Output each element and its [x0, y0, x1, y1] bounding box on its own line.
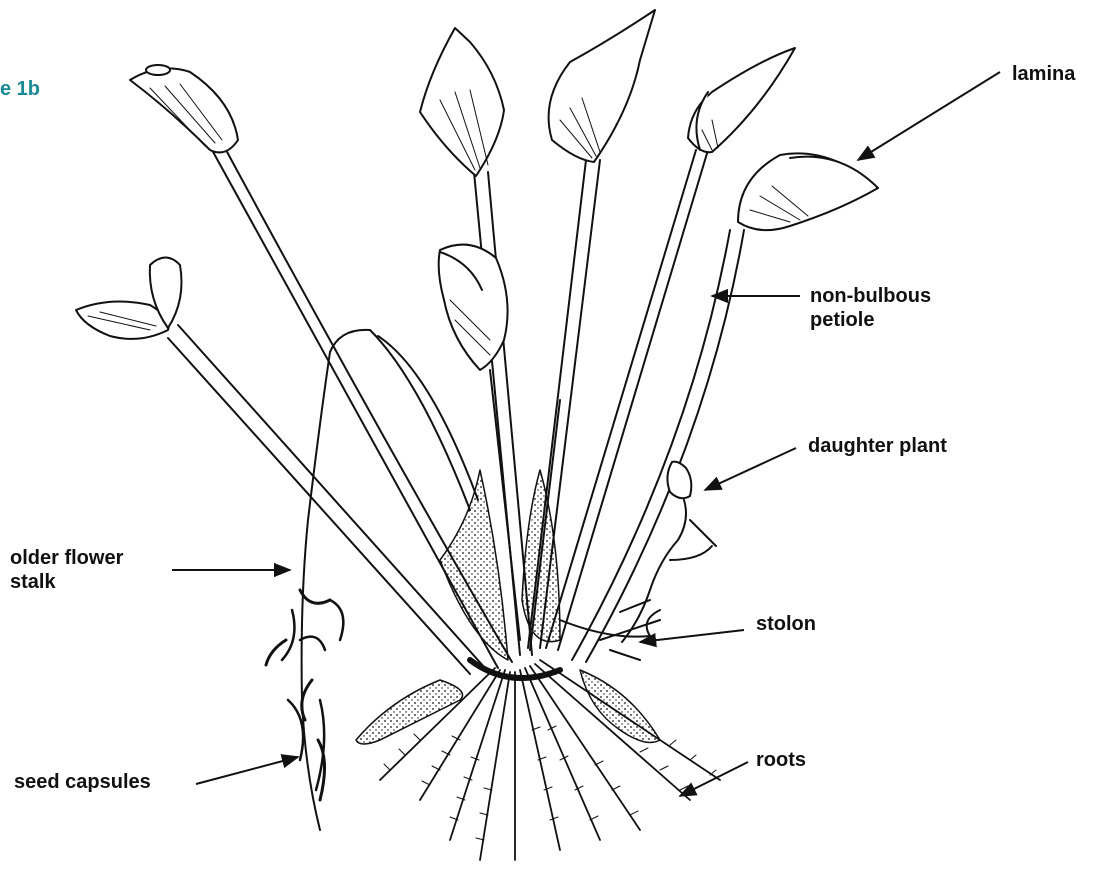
seed-capsules-label: seed capsules [14, 770, 151, 794]
laminae [76, 10, 878, 370]
stolon-arrow [640, 630, 744, 642]
flower-stalk-label: older flower stalk [10, 546, 123, 594]
roots-arrow [680, 762, 748, 796]
seed-capsules-arrow [196, 757, 298, 784]
daughter-plant-label: daughter plant [808, 434, 947, 458]
daughter-plant-arrow [705, 448, 796, 490]
flower-stalk-label-line2: stalk [10, 570, 123, 594]
petiole-label-line2: petiole [810, 308, 931, 332]
petiole-label-line1: non-bulbous [810, 284, 931, 308]
plant-drawing [76, 10, 878, 860]
base-sheaths [356, 470, 660, 744]
stolon [560, 600, 660, 660]
flower-stalk [266, 330, 478, 830]
lamina-label: lamina [1012, 62, 1075, 86]
roots-label: roots [756, 748, 806, 772]
plant-base [470, 660, 560, 678]
lamina-arrow [858, 72, 1000, 160]
stolon-label: stolon [756, 612, 816, 636]
daughter-plant [622, 462, 716, 642]
petiole-label: non-bulbous petiole [810, 284, 931, 332]
flower-stalk-label-line1: older flower [10, 546, 123, 570]
